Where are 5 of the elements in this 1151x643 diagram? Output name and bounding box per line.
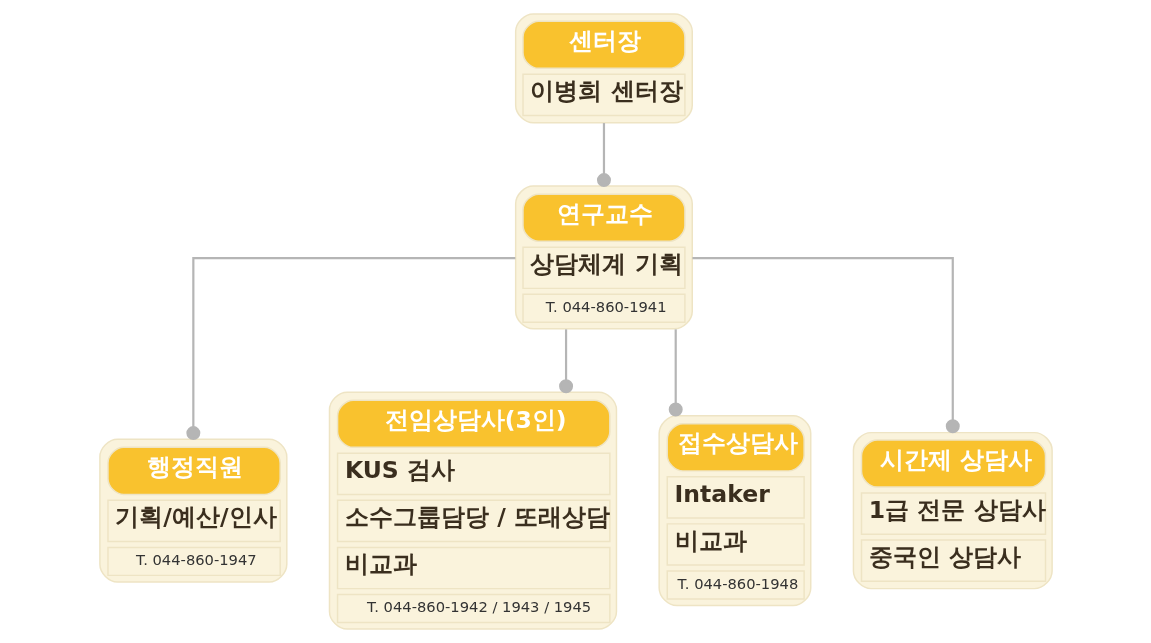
connector (668, 329, 683, 417)
connector (558, 329, 573, 394)
connector (691, 257, 960, 434)
connector (596, 123, 611, 188)
connector (185, 257, 515, 441)
